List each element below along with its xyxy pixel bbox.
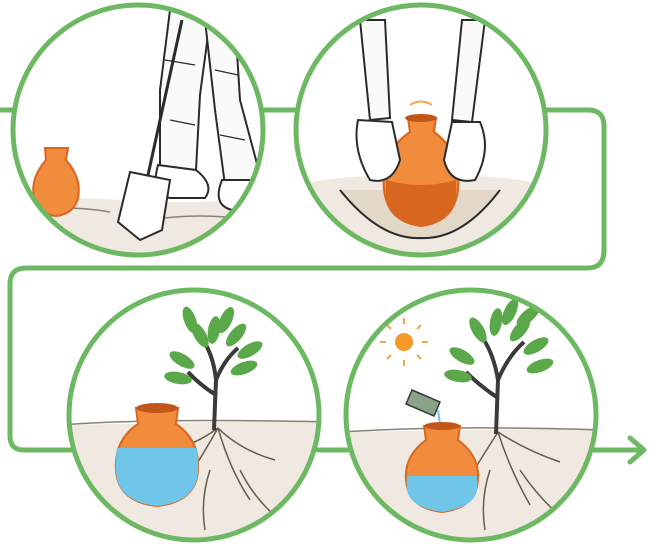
step-2-bury <box>296 5 546 260</box>
step-3-fill <box>60 290 330 544</box>
step-4-irrigate <box>340 290 600 544</box>
step-1-dig <box>10 5 270 270</box>
